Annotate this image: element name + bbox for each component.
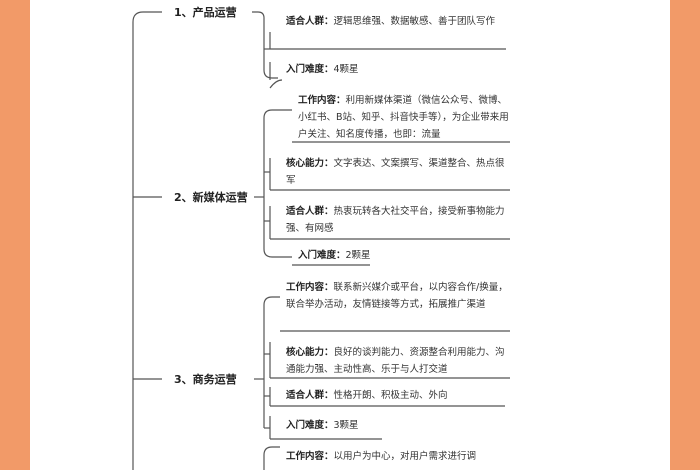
node-work-content: 工作内容：联系新兴媒介或平台，以内容合作/换量，联合举办活动，友情链接等方式，拓… — [286, 279, 508, 313]
node-text: 利用新媒体渠道（微信公众号、微博、小红书、B站、知乎、抖音快手等），为企业带来用… — [298, 95, 509, 140]
node-label: 入门难度： — [286, 420, 334, 431]
node-text: 逻辑思维强、数据敏感、善于团队写作 — [333, 16, 496, 27]
node-text: 3颗星 — [333, 420, 359, 431]
node-text: 性格开朗、积极主动、外向 — [333, 390, 448, 401]
node-suitable-people: 适合人群：逻辑思维强、数据敏感、善于团队写作 — [286, 13, 501, 30]
node-suitable-people: 适合人群：热衷玩转各大社交平台，接受新事物能力强、有网感 — [286, 203, 508, 237]
node-work-content: 工作内容：利用新媒体渠道（微信公众号、微博、小红书、B站、知乎、抖音快手等），为… — [298, 92, 510, 143]
connector-lines — [132, 11, 510, 470]
cat1-branch-line — [252, 11, 278, 79]
node-label: 适合人群： — [286, 16, 334, 27]
node-label: 适合人群： — [286, 206, 334, 217]
node-suitable-people: 适合人群：性格开朗、积极主动、外向 — [286, 387, 508, 404]
node-text: 4颗星 — [333, 64, 359, 75]
node-label: 适合人群： — [286, 390, 334, 401]
mind-map: 1、产品运营 适合人群：逻辑思维强、数据敏感、善于团队写作 入门难度：4颗星 2… — [30, 0, 670, 470]
category-title: 1、产品运营 — [174, 6, 237, 19]
node-difficulty: 入门难度：2颗星 — [298, 247, 498, 264]
node-label: 工作内容： — [286, 451, 334, 462]
node-text: 联系新兴媒介或平台，以内容合作/换量，联合举办活动，友情链接等方式，拓展推广渠道 — [286, 282, 508, 310]
node-label: 工作内容： — [298, 95, 346, 106]
node-difficulty: 入门难度：3颗星 — [286, 417, 486, 434]
node-label: 工作内容： — [286, 282, 334, 293]
category-title: 3、商务运营 — [174, 373, 237, 386]
node-text: 热衷玩转各大社交平台，接受新事物能力强、有网感 — [286, 206, 505, 234]
node-text: 2颗星 — [345, 250, 371, 261]
node-difficulty: 入门难度：4颗星 — [286, 61, 501, 78]
node-core-ability: 核心能力：良好的谈判能力、资源整合利用能力、沟通能力强、主动性高、乐于与人打交道 — [286, 344, 508, 378]
node-label: 核心能力： — [286, 347, 334, 358]
node-label: 核心能力： — [286, 158, 334, 169]
node-core-ability: 核心能力：文字表达、文案撰写、渠道整合、热点很军 — [286, 155, 508, 189]
node-label: 入门难度： — [286, 64, 334, 75]
node-label: 入门难度： — [298, 250, 346, 261]
node-text: 以用户为中心，对用户需求进行调 — [333, 451, 477, 462]
main-spine-line — [132, 11, 162, 470]
node-text: 文字表达、文案撰写、渠道整合、热点很军 — [286, 158, 505, 186]
node-text: 良好的谈判能力、资源整合利用能力、沟通能力强、主动性高、乐于与人打交道 — [286, 347, 505, 375]
category-title: 2、新媒体运营 — [174, 191, 248, 204]
node-work-content: 工作内容：以用户为中心，对用户需求进行调 — [286, 448, 501, 465]
